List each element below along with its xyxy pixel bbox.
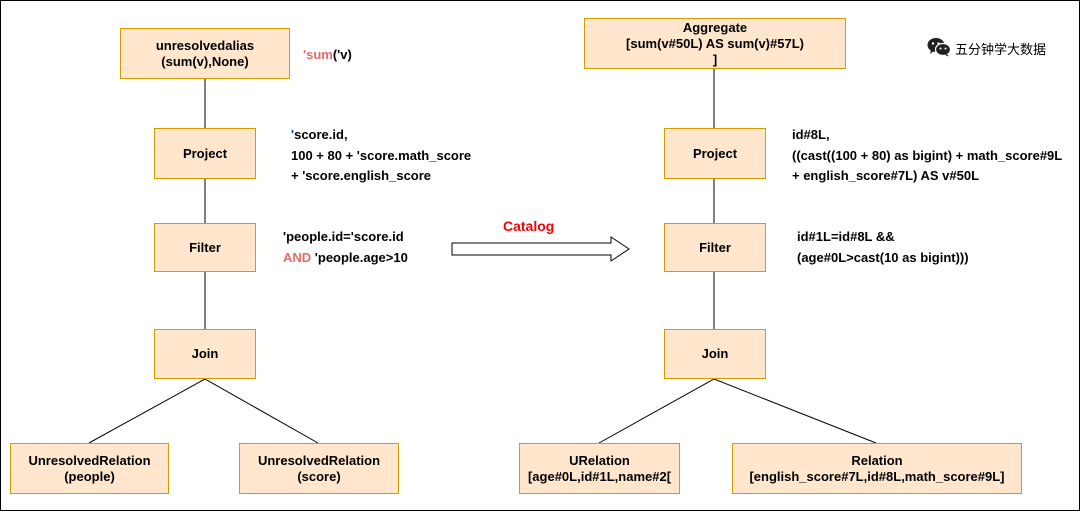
aggregate-node: Aggregate [sum(v#50L) AS sum(v)#57L) ] bbox=[584, 18, 846, 69]
edge-join-urelation bbox=[598, 378, 715, 444]
urelation-line1: URelation bbox=[569, 452, 630, 468]
project-note-right-line3: + english_score#7L) AS v#50L bbox=[792, 168, 980, 183]
project-note-right-line1: id#8L, bbox=[792, 127, 830, 142]
join-node-left-label: Join bbox=[191, 346, 219, 361]
filter-node-left-label: Filter bbox=[189, 239, 221, 255]
watermark: 五分钟学大数据 bbox=[927, 37, 1046, 60]
project-node-left: Project bbox=[154, 128, 256, 179]
watermark-text: 五分钟学大数据 bbox=[955, 42, 1047, 57]
unresolved-relation-score-node: UnresolvedRelation (score) bbox=[239, 443, 399, 494]
project-note-right-line2: ((cast((100 + 80) as bigint) + math_scor… bbox=[792, 147, 1063, 163]
edge-join-relation bbox=[713, 378, 877, 444]
relation-line2: [english_score#7L,id#8L,math_score#9L] bbox=[749, 468, 1005, 484]
catalog-label: Catalog bbox=[503, 218, 555, 234]
join-node-right: Join bbox=[664, 329, 766, 379]
relation-score-line2: (score) bbox=[297, 468, 341, 484]
project-node-right-label: Project bbox=[692, 145, 738, 161]
filter-note-left-line2: AND 'people.age>10 bbox=[283, 249, 408, 265]
relation-people-line1: UnresolvedRelation bbox=[28, 452, 151, 468]
project-note-left-line2: 100 + 80 + 'score.math_score bbox=[291, 147, 472, 163]
join-node-left: Join bbox=[154, 329, 256, 379]
filter-node-left: Filter bbox=[154, 223, 256, 272]
filter-note-right: id#1L=id#8L && (age#0L>cast(10 as bigint… bbox=[797, 227, 969, 268]
project-note-left-line3: + 'score.english_score bbox=[291, 168, 432, 183]
aggregate-line3: ] bbox=[712, 51, 718, 67]
wechat-icon bbox=[927, 37, 952, 60]
catalog-arrow bbox=[451, 236, 630, 262]
unresolvedalias-line2: (sum(v),None) bbox=[161, 53, 249, 69]
filter-node-right: Filter bbox=[664, 223, 766, 272]
relation-node: Relation [english_score#7L,id#8L,math_sc… bbox=[732, 443, 1022, 494]
aggregate-line2: [sum(v#50L) AS sum(v)#57L) bbox=[626, 35, 804, 51]
filter-note-left-line1: 'people.id='score.id bbox=[283, 229, 404, 244]
urelation-line2: [age#0L,id#1L,name#2[ bbox=[527, 468, 672, 484]
relation-score-line1: UnresolvedRelation bbox=[257, 452, 381, 468]
relation-people-line2: (people) bbox=[64, 468, 115, 484]
edge-join-people bbox=[88, 378, 206, 444]
aggregate-line1: Aggregate bbox=[682, 19, 748, 35]
project-node-left-label: Project bbox=[182, 145, 228, 161]
edge-join-score bbox=[204, 378, 319, 444]
relation-line1: Relation bbox=[851, 452, 903, 468]
unresolvedalias-node: unresolvedalias (sum(v),None) bbox=[120, 28, 290, 79]
filter-note-left: 'people.id='score.id AND 'people.age>10 bbox=[283, 227, 408, 268]
project-note-left: 'score.id, 100 + 80 + 'score.math_score … bbox=[291, 125, 471, 187]
filter-note-right-line2: (age#0L>cast(10 as bigint))) bbox=[797, 249, 969, 265]
alias-note-rest: ('v) bbox=[332, 47, 352, 62]
urelation-node: URelation [age#0L,id#1L,name#2[ bbox=[519, 443, 680, 494]
filter-note-right-line1: id#1L=id#8L && bbox=[797, 229, 895, 244]
project-node-right: Project bbox=[664, 128, 766, 179]
project-note-right: id#8L, ((cast((100 + 80) as bigint) + ma… bbox=[792, 125, 1062, 187]
unresolvedalias-line1: unresolvedalias bbox=[155, 37, 255, 53]
alias-note: 'sum('v) bbox=[303, 45, 352, 66]
alias-note-keyword: 'sum bbox=[303, 47, 333, 62]
filter-node-right-label: Filter bbox=[699, 239, 731, 255]
project-note-left-line1: 'score.id, bbox=[291, 127, 348, 142]
join-node-right-label: Join bbox=[701, 346, 729, 361]
unresolved-relation-people-node: UnresolvedRelation (people) bbox=[10, 443, 169, 494]
